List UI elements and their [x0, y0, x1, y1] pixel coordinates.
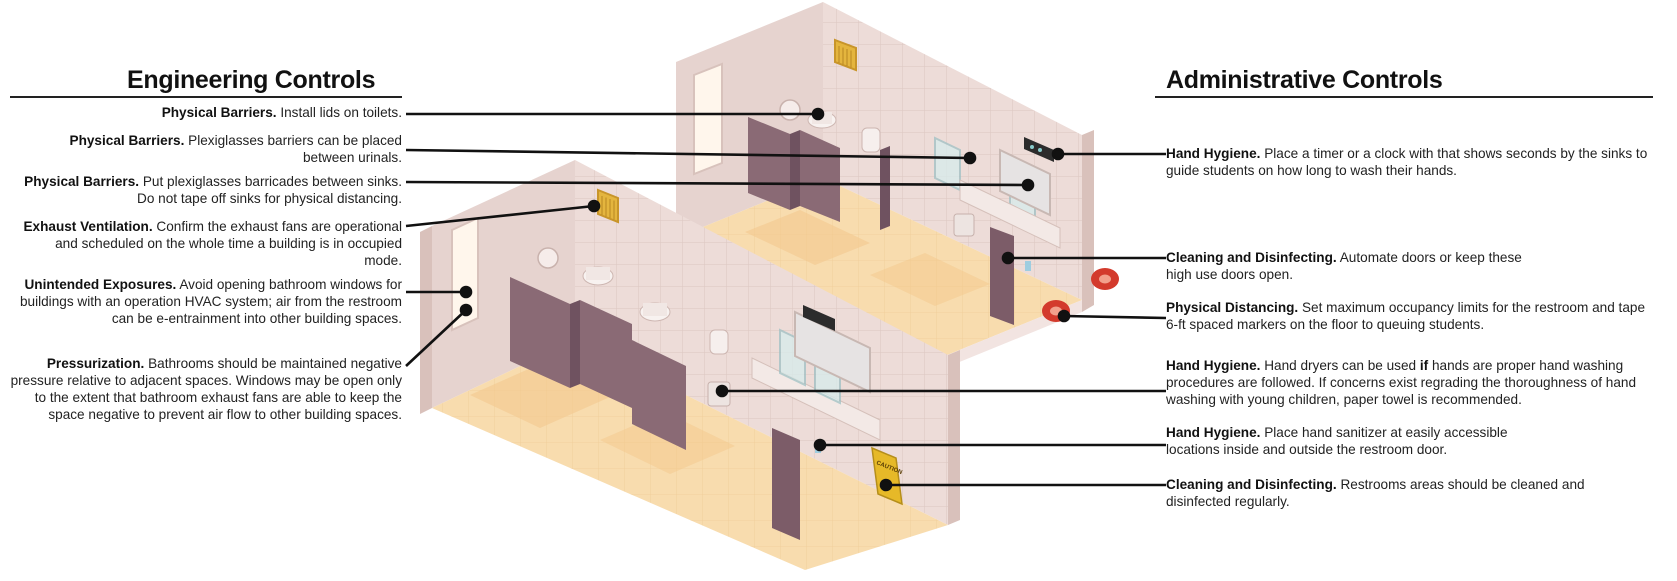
- engineering-item-title: Physical Barriers.: [161, 105, 277, 120]
- administrative-item-text: Place a timer or a clock with that shows…: [1166, 146, 1648, 178]
- engineering-item-title: Physical Barriers.: [24, 174, 140, 189]
- lower-window: [451, 216, 479, 332]
- administrative-item-title: Hand Hygiene.: [1166, 146, 1261, 161]
- upper-window: [693, 62, 723, 176]
- engineering-item-text: Install lids on toilets.: [276, 105, 402, 120]
- administrative-item-regular-cleaning: Cleaning and Disinfecting. Restrooms are…: [1166, 476, 1646, 510]
- engineering-item-exhaust-ventilation: Exhaust Ventilation. Confirm the exhaust…: [22, 218, 402, 269]
- administrative-item-hand-sanitizer: Hand Hygiene. Place hand sanitizer at ea…: [1166, 424, 1556, 458]
- upper-restroom: [676, 2, 1094, 372]
- administrative-item-text: Restrooms areas should be cleaned and di…: [1166, 477, 1585, 509]
- administrative-controls-heading: Administrative Controls: [1166, 66, 1443, 94]
- engineering-item-text: Put plexiglasses barricades between sink…: [137, 174, 402, 206]
- engineering-heading-rule: [10, 96, 402, 98]
- administrative-item-occupancy-limits: Physical Distancing. Set maximum occupan…: [1166, 299, 1656, 333]
- administrative-item-title: Cleaning and Disinfecting.: [1166, 477, 1337, 492]
- administrative-item-text-continued: hands are proper hand washing procedures…: [1166, 358, 1637, 407]
- lower-stall-partition: [510, 277, 570, 388]
- administrative-item-hand-dryers: Hand Hygiene. Hand dryers can be used if…: [1166, 357, 1661, 408]
- engineering-item-text: Bathrooms should be maintained negative …: [10, 356, 402, 422]
- engineering-item-urinal-barriers: Physical Barriers. Plexiglasses barriers…: [22, 132, 403, 166]
- engineering-item-toilet-lids: Physical Barriers. Install lids on toile…: [92, 104, 402, 121]
- administrative-item-text: Set maximum occupancy limits for the res…: [1166, 300, 1645, 332]
- administrative-item-sink-timer: Hand Hygiene. Place a timer or a clock w…: [1166, 145, 1656, 179]
- administrative-item-emphasis: if: [1419, 358, 1429, 373]
- engineering-item-title: Physical Barriers.: [69, 133, 185, 148]
- floor-markers: [1042, 268, 1119, 322]
- caution-sign: [871, 446, 903, 506]
- engineering-item-title: Exhaust Ventilation.: [23, 219, 153, 234]
- engineering-item-title: Pressurization.: [46, 356, 145, 371]
- administrative-item-text: Automate doors or keep these high use do…: [1166, 250, 1522, 282]
- engineering-item-unintended-exposures: Unintended Exposures. Avoid opening bath…: [0, 276, 402, 327]
- administrative-heading-rule: [1155, 96, 1653, 98]
- administrative-item-title: Hand Hygiene.: [1166, 425, 1261, 440]
- administrative-item-text: Place hand sanitizer at easily accessibl…: [1166, 425, 1508, 457]
- administrative-item-automate-doors: Cleaning and Disinfecting. Automate door…: [1166, 249, 1546, 283]
- lower-restroom: CAUTION: [420, 160, 960, 570]
- engineering-item-title: Unintended Exposures.: [24, 277, 177, 292]
- engineering-item-text: Avoid opening bathroom windows for build…: [19, 277, 402, 326]
- engineering-controls-heading: Engineering Controls: [127, 66, 376, 94]
- administrative-item-text: Hand dryers can be used: [1260, 358, 1420, 373]
- administrative-item-title: Hand Hygiene.: [1166, 358, 1261, 373]
- engineering-item-text: Plexiglasses barriers can be placed betw…: [184, 133, 402, 165]
- leader-lines: [405, 107, 1167, 492]
- upper-restroom-door: [990, 227, 1014, 325]
- engineering-item-pressurization: Pressurization. Bathrooms should be main…: [2, 355, 402, 423]
- administrative-item-title: Cleaning and Disinfecting.: [1166, 250, 1337, 265]
- lower-restroom-door: [772, 428, 800, 540]
- upper-stall-partition: [748, 117, 790, 210]
- engineering-item-sink-barricades: Physical Barriers. Put plexiglasses barr…: [12, 173, 402, 207]
- engineering-item-text: Confirm the exhaust fans are operational…: [55, 219, 402, 268]
- administrative-item-title: Physical Distancing.: [1166, 300, 1299, 315]
